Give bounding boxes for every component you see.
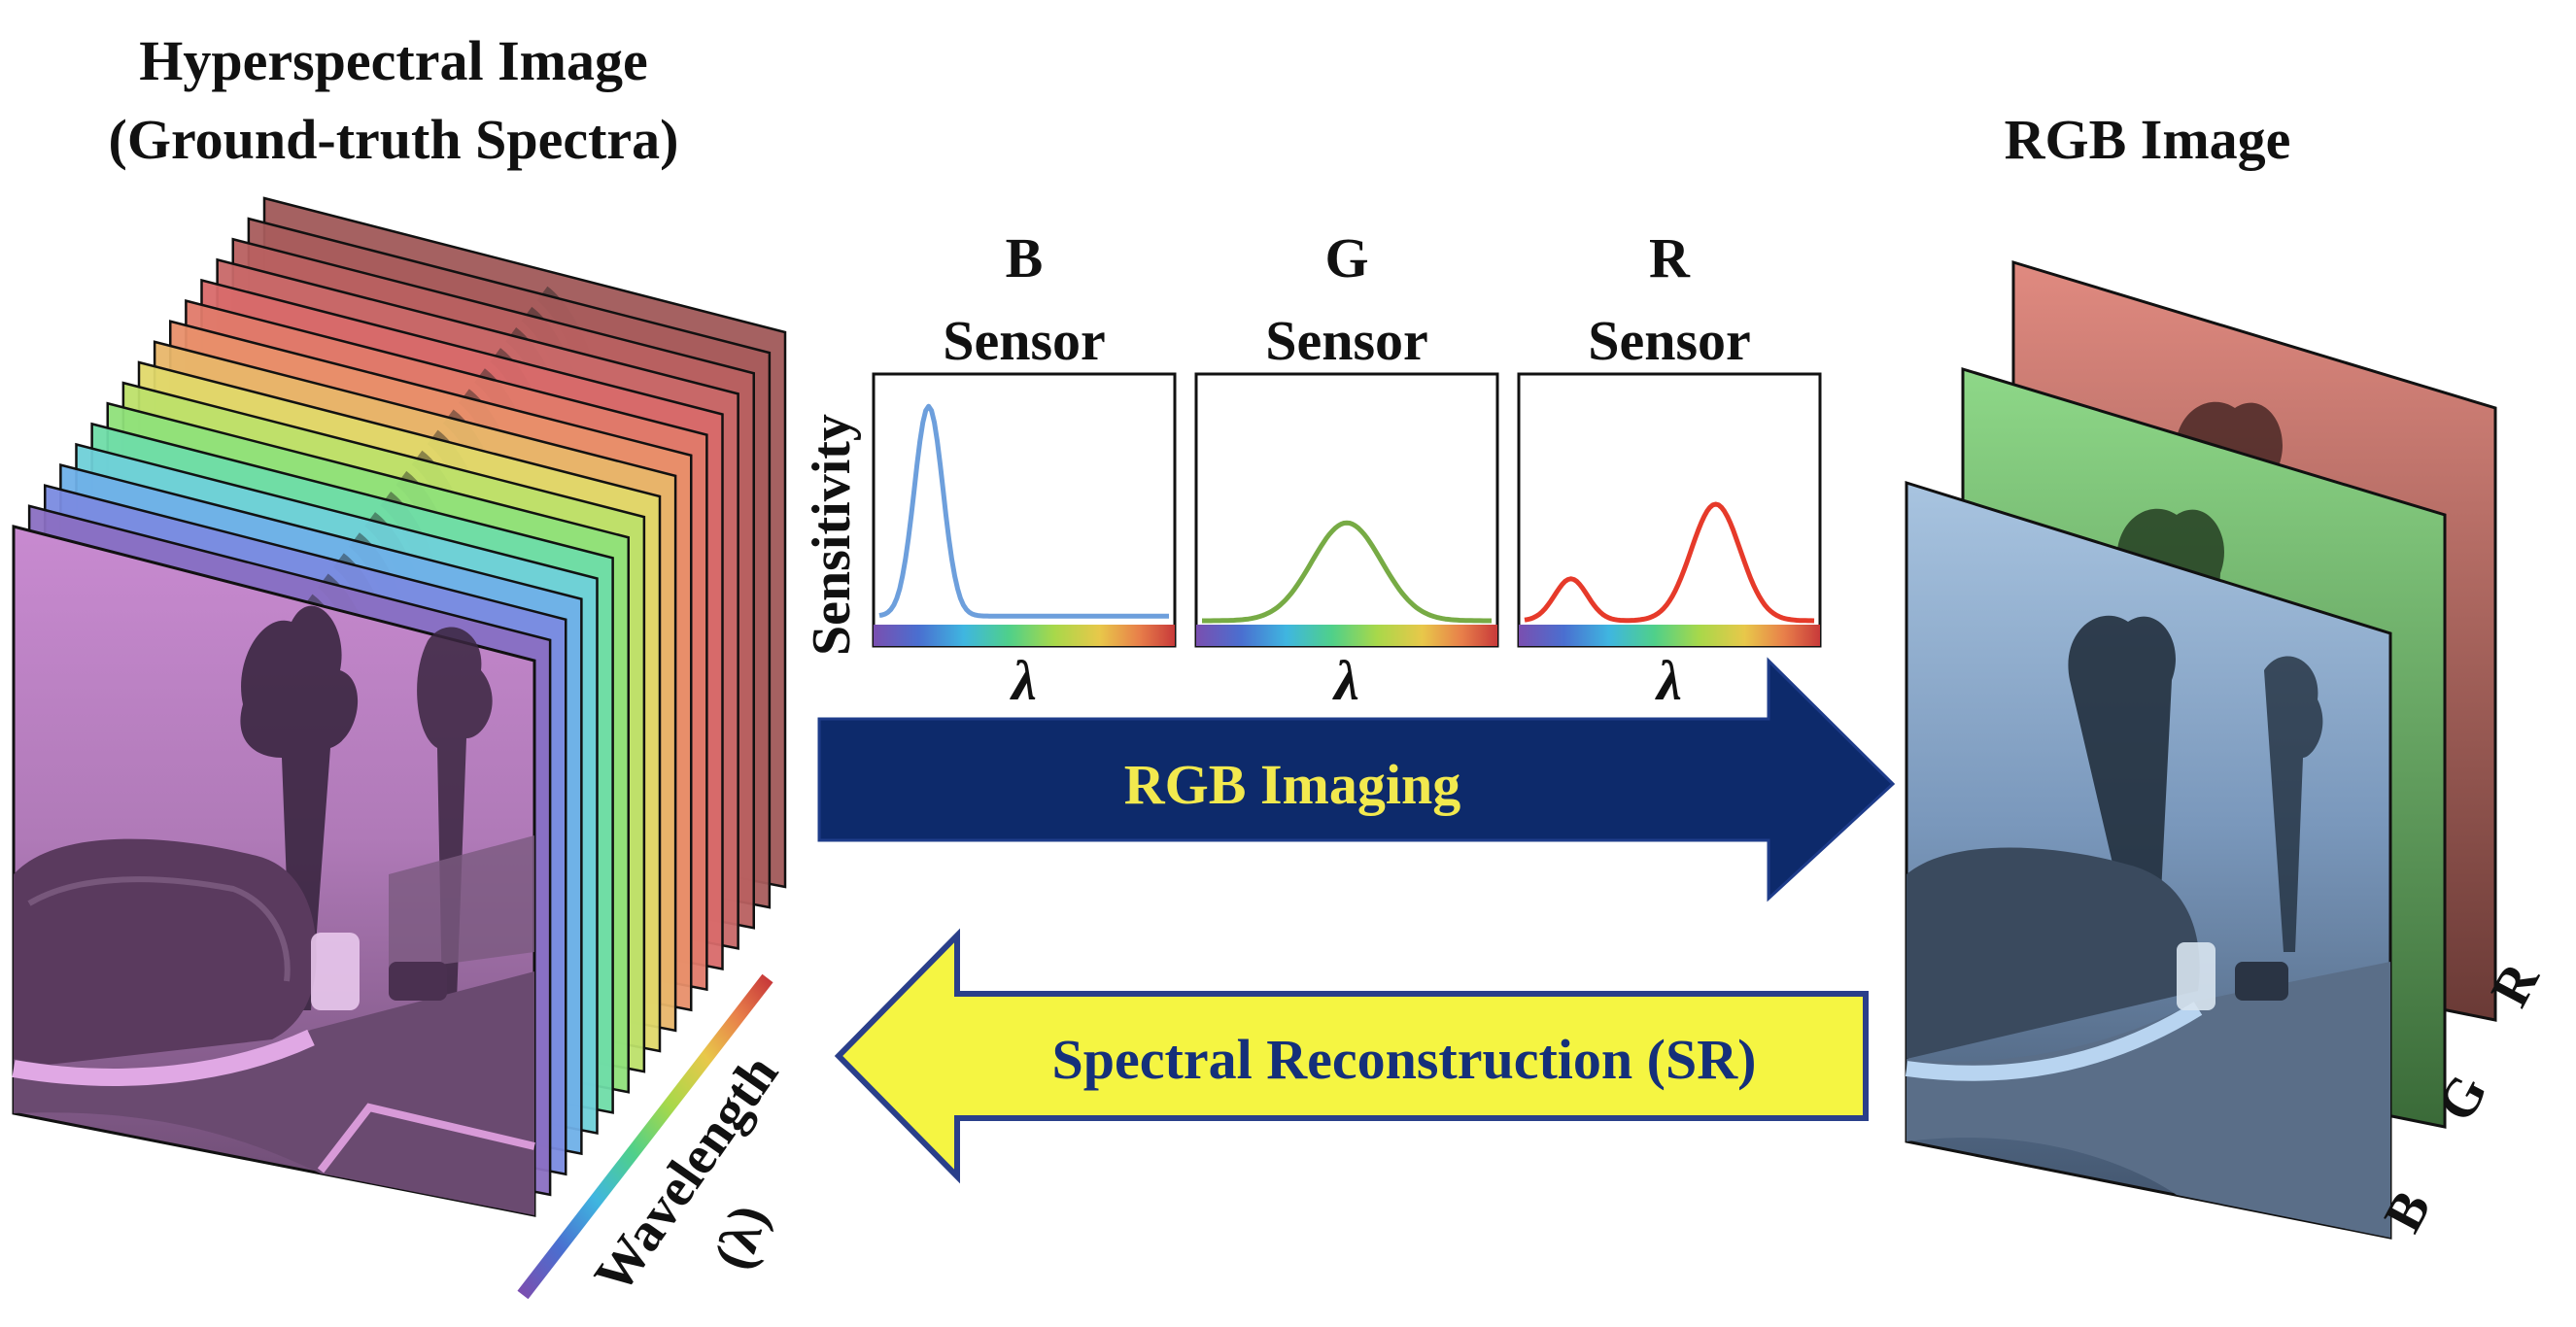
sensor-plot-frame bbox=[872, 372, 1177, 648]
sensor-letter: G bbox=[1324, 226, 1368, 289]
sensor-plots: B Sensor λ G Sensor λ R Sensor λ bbox=[872, 226, 1822, 712]
hsi-title-line1: Hyperspectral Image bbox=[139, 29, 647, 92]
lambda-label: λ bbox=[1655, 649, 1682, 712]
sensitivity-label: Sensitivity bbox=[802, 414, 862, 656]
sensitivity-curve bbox=[1202, 520, 1492, 624]
spectrum-colorbar bbox=[1519, 625, 1820, 646]
lambda-label: λ bbox=[1010, 649, 1037, 712]
lambda-label: λ bbox=[1332, 649, 1359, 712]
rgb-stack bbox=[1905, 259, 2497, 1240]
b-channel-image bbox=[1905, 480, 2392, 1240]
rgb-imaging-label: RGB Imaging bbox=[1124, 753, 1460, 816]
spectrum-colorbar bbox=[1196, 625, 1497, 646]
wavelength-colorbar bbox=[517, 973, 773, 1300]
sensor-word: Sensor bbox=[1588, 309, 1751, 372]
spectral-reconstruction-arrow: Spectral Reconstruction (SR) bbox=[834, 928, 1869, 1184]
sensor-letter: B bbox=[1006, 226, 1044, 289]
spectrum-colorbar bbox=[874, 625, 1175, 646]
rgb-title: RGB Image bbox=[2005, 108, 2291, 171]
sensor-plot-frame bbox=[1194, 372, 1499, 648]
rgb-imaging-arrow: RGB Imaging bbox=[817, 657, 1896, 902]
sensor-letter: R bbox=[1649, 226, 1691, 289]
sensor-word: Sensor bbox=[1265, 309, 1428, 372]
sensitivity-curve bbox=[878, 403, 1169, 619]
hsi-front-image bbox=[12, 525, 536, 1217]
sensor-word: Sensor bbox=[943, 309, 1106, 372]
hsi-title-line2: (Ground-truth Spectra) bbox=[109, 108, 679, 171]
sensitivity-curve bbox=[1524, 501, 1815, 624]
spectral-reconstruction-label: Spectral Reconstruction (SR) bbox=[1052, 1028, 1757, 1091]
wavelength-symbol: (λ) bbox=[703, 1198, 779, 1276]
